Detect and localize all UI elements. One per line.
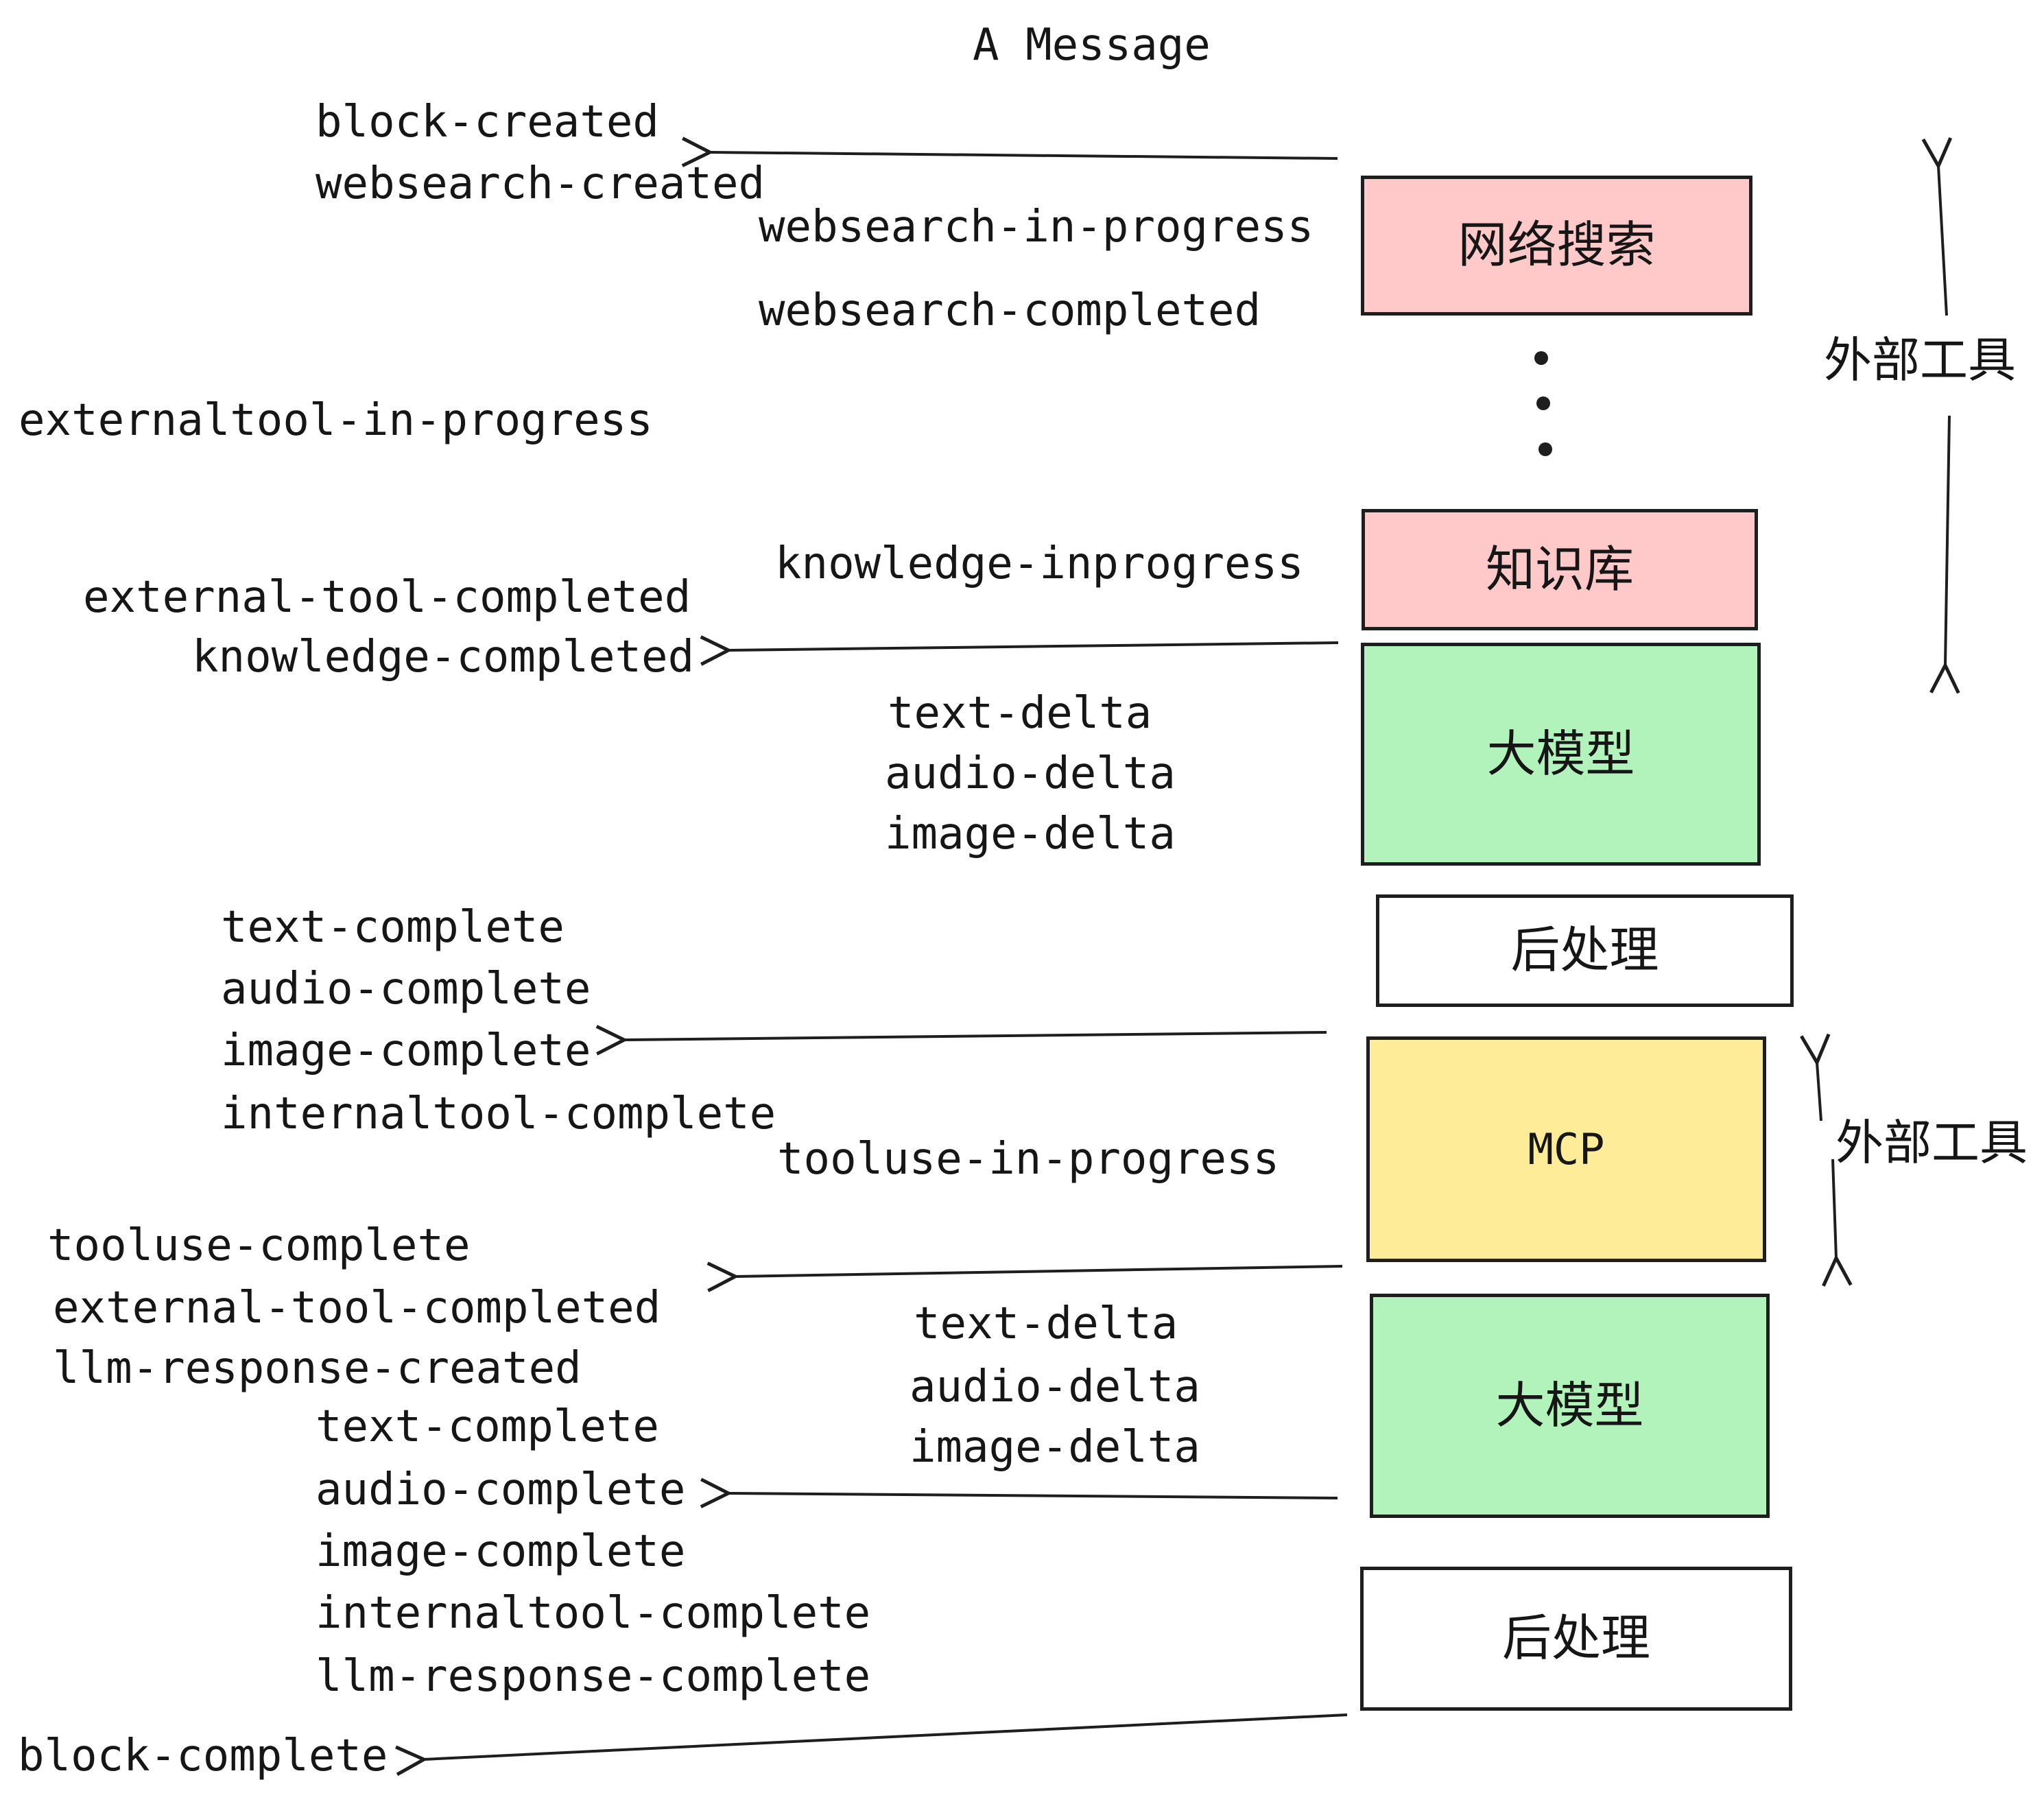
event-image-delta-2: image-delta [910, 1422, 1200, 1473]
event-websearch-in-progress: websearch-in-progress [759, 202, 1314, 252]
arrow-block-websearch-created [681, 137, 1338, 167]
box-llm-1-label: 大模型 [1486, 726, 1635, 782]
event-block-created: block-created [316, 97, 659, 147]
event-block-complete: block-complete [18, 1731, 388, 1781]
event-audio-complete-1: audio-complete [221, 964, 591, 1014]
box-llm-2: 大模型 [1370, 1294, 1770, 1518]
arrow-external-tool-up-2 [1800, 1033, 1831, 1121]
box-postprocess-1: 后处理 [1376, 894, 1794, 1007]
event-internaltool-complete-1: internaltool-complete [221, 1089, 776, 1139]
event-image-complete-1: image-complete [221, 1025, 591, 1076]
box-websearch: 网络搜索 [1361, 176, 1752, 316]
box-llm-2-label: 大模型 [1495, 1378, 1644, 1434]
event-websearch-completed: websearch-completed [759, 285, 1261, 336]
box-websearch-label: 网络搜索 [1458, 218, 1656, 273]
arrow-external-tool-up-1 [1921, 137, 1953, 316]
arrow-audio-complete [700, 1477, 1338, 1508]
arrow-internal-complete [595, 1025, 1327, 1056]
box-postprocess-2: 后处理 [1360, 1567, 1792, 1711]
arrow-knowledge-completed [700, 635, 1339, 666]
box-knowledge: 知识库 [1362, 509, 1758, 630]
event-tooluse-in-progress: tooluse-in-progress [777, 1134, 1280, 1185]
box-postprocess-2-label: 后处理 [1501, 1611, 1650, 1666]
page-title: A Message [973, 20, 1211, 71]
arrow-external-tool-down-2 [1822, 1159, 1853, 1287]
event-external-tool-completed-1: external-tool-completed [83, 572, 691, 623]
event-tooluse-complete: tooluse-complete [47, 1220, 471, 1271]
event-externaltool-in-progress: externaltool-in-progress [19, 395, 653, 446]
box-llm-1: 大模型 [1361, 643, 1761, 866]
annotation-external-tool-mid: 外部工具 [1835, 1116, 2028, 1170]
annotation-external-tool-top: 外部工具 [1824, 333, 2016, 387]
event-audio-delta-1: audio-delta [885, 748, 1176, 799]
event-image-delta-1: image-delta [885, 809, 1176, 859]
event-llm-response-complete: llm-response-complete [316, 1651, 871, 1702]
event-text-delta-2: text-delta [914, 1298, 1178, 1349]
event-internaltool-complete-2: internaltool-complete [316, 1588, 871, 1639]
arrow-tooluse-complete [706, 1261, 1343, 1292]
box-knowledge-label: 知识库 [1485, 542, 1634, 597]
box-mcp-label: MCP [1528, 1124, 1605, 1174]
event-text-delta-1: text-delta [888, 688, 1152, 739]
event-audio-delta-2: audio-delta [910, 1362, 1200, 1412]
event-text-complete-2: text-complete [316, 1401, 659, 1452]
event-knowledge-completed: knowledge-completed [192, 632, 695, 683]
arrow-external-tool-down-1 [1929, 415, 1960, 694]
ellipsis-dots [1534, 351, 1552, 456]
event-text-complete-1: text-complete [221, 902, 565, 953]
box-postprocess-1-label: 后处理 [1510, 923, 1659, 978]
event-external-tool-completed-2: external-tool-completed [53, 1283, 661, 1333]
event-llm-response-created: llm-response-created [53, 1343, 582, 1394]
arrow-block-complete [395, 1713, 1348, 1777]
event-websearch-created: websearch-created [316, 158, 765, 209]
event-knowledge-inprogress: knowledge-inprogress [775, 538, 1304, 589]
event-image-complete-2: image-complete [316, 1526, 686, 1577]
event-audio-complete-2: audio-complete [316, 1464, 686, 1515]
box-mcp: MCP [1366, 1036, 1766, 1262]
